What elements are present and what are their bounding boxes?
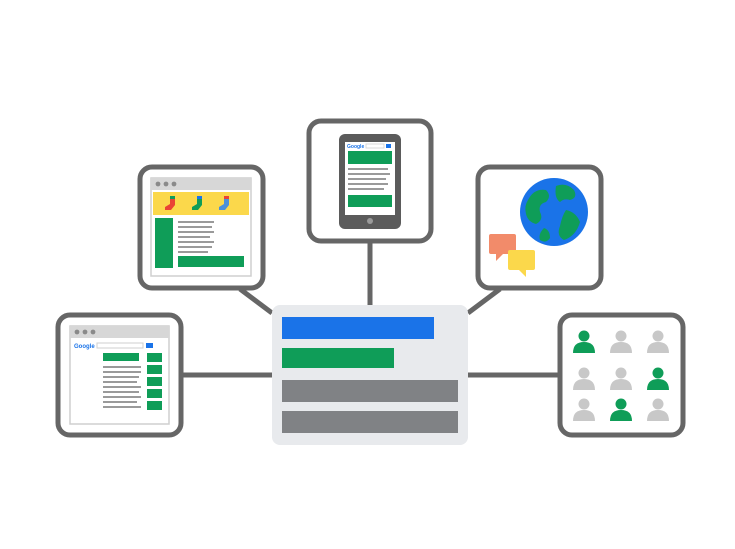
ad-text-bar-1: [282, 380, 458, 402]
person-icon-highlighted: [610, 398, 632, 421]
person-icon: [573, 398, 595, 421]
shopping-site-node: [137, 164, 266, 291]
tablet-icon: Google: [339, 134, 401, 229]
person-icon: [647, 330, 669, 353]
google-logo-mobile: Google: [347, 144, 364, 150]
person-icon: [647, 398, 669, 421]
connector-upper-left: [238, 287, 274, 315]
chat-bubble-icon-yellow: [508, 250, 535, 277]
central-ad-panel: [272, 305, 468, 445]
connector-upper-right: [466, 287, 502, 315]
chat-bubble-icon-red: [489, 234, 516, 261]
sock-icon-green: [192, 196, 202, 210]
desktop-search-page-node: Google: [55, 312, 184, 438]
globe-icon: [520, 178, 588, 246]
people-icon: [573, 330, 669, 421]
globe-chat-node: [475, 164, 604, 291]
person-icon-highlighted: [573, 330, 595, 353]
person-icon: [610, 367, 632, 390]
google-logo: Google: [74, 344, 95, 350]
person-icon-highlighted: [647, 367, 669, 390]
audience-grid-node: [557, 312, 686, 438]
person-icon: [610, 330, 632, 353]
person-icon: [573, 367, 595, 390]
mobile-phone-node: Google: [306, 118, 434, 244]
browser-window-icon: Google: [69, 325, 170, 425]
ad-headline-bar: [282, 317, 434, 339]
sock-icon-blue: [219, 196, 229, 210]
ad-text-bar-2: [282, 411, 458, 433]
socks-shop-icon: [150, 177, 252, 277]
ad-url-bar: [282, 348, 394, 368]
connector-lines: [181, 243, 560, 378]
sock-icon-red: [165, 196, 175, 210]
